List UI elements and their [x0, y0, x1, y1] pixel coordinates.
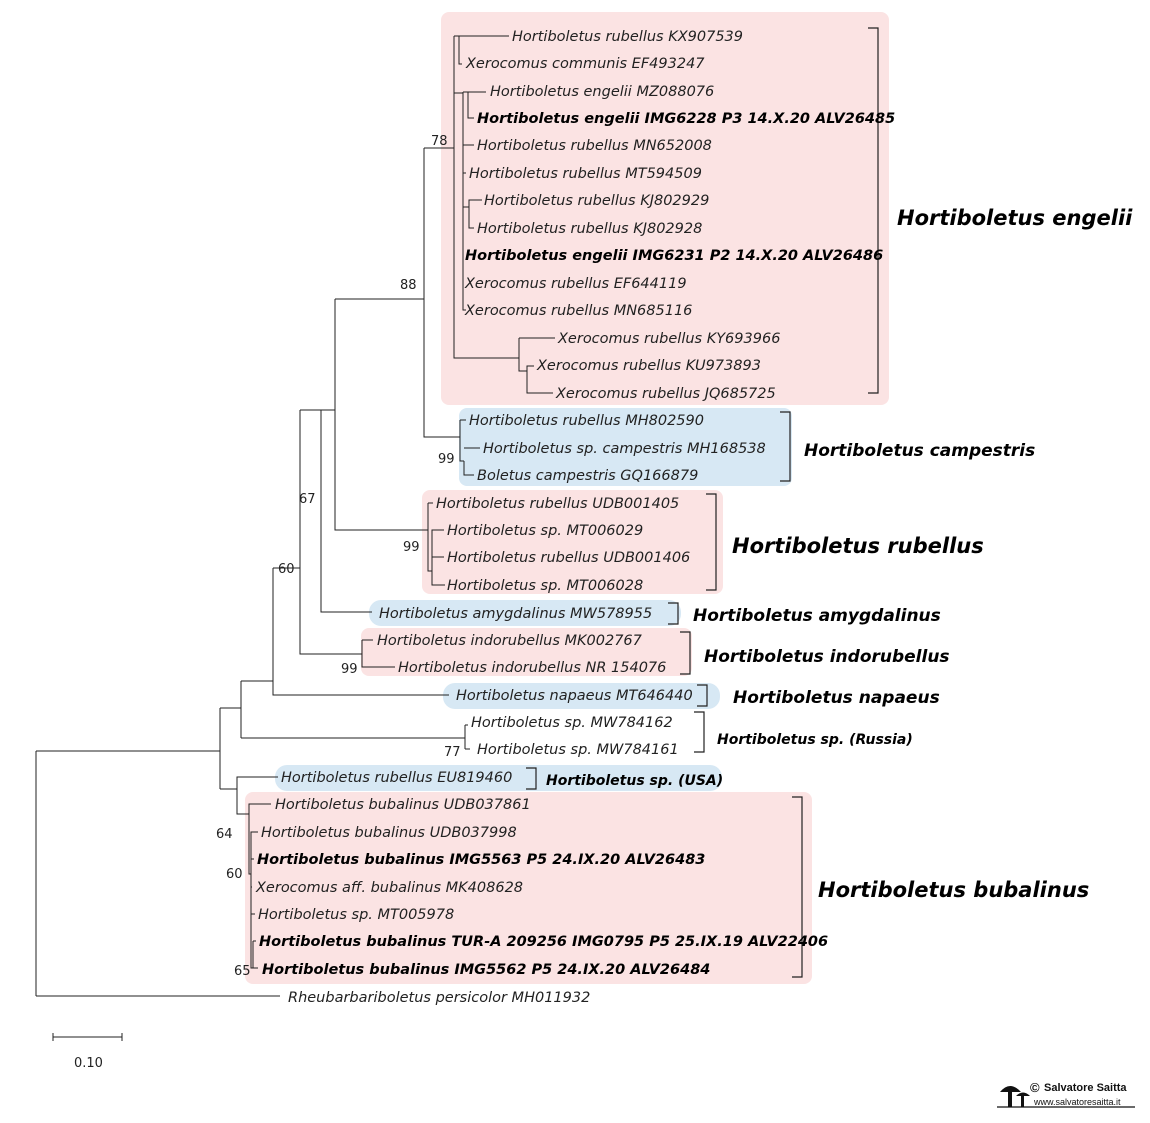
taxon-label: Hortiboletus amygdalinus MW578955 — [379, 606, 652, 622]
taxon-label: Hortiboletus rubellus KJ802929 — [484, 193, 709, 209]
taxon-label: Hortiboletus indorubellus NR 154076 — [398, 660, 666, 676]
taxon-label: Hortiboletus bubalinus TUR-A 209256 IMG0… — [259, 934, 828, 950]
support-value: 77 — [444, 745, 461, 760]
taxon-label: Hortiboletus rubellus KJ802928 — [477, 221, 702, 237]
clade-box-napaeus — [443, 683, 720, 709]
taxon-label: Hortiboletus sp. MT006029 — [447, 523, 643, 539]
clade-box-indorubellus — [361, 628, 692, 676]
clade-box-amygdalinus — [369, 600, 681, 626]
taxon-label: Xerocomus rubellus EF644119 — [464, 276, 687, 292]
scale-bar-label: 0.10 — [74, 1056, 103, 1071]
clade-label: Hortiboletus amygdalinus — [693, 606, 941, 626]
clade-label: Hortiboletus sp. (USA) — [546, 773, 723, 789]
clade-label: Hortiboletus campestris — [804, 441, 1035, 461]
taxon-label: Xerocomus aff. bubalinus MK408628 — [255, 880, 523, 896]
clade-box-engelii — [441, 12, 889, 405]
taxon-label: Hortiboletus rubellus MN652008 — [477, 138, 712, 154]
support-value: 99 — [403, 540, 420, 555]
taxon-label: Hortiboletus sp. MT005978 — [258, 907, 454, 923]
taxon-label: Rheubarbariboletus persicolor MH011932 — [288, 990, 590, 1006]
clade-highlights — [245, 12, 889, 984]
credit-name: Salvatore Saitta — [1044, 1082, 1127, 1094]
clade-label: Hortiboletus sp. (Russia) — [717, 732, 913, 748]
taxon-label: Hortiboletus napaeus MT646440 — [456, 688, 693, 704]
clade-label: Hortiboletus napaeus — [733, 688, 940, 708]
credit-url: www.salvatoresaitta.it — [1033, 1097, 1121, 1107]
taxon-label: Hortiboletus sp. MW784162 — [471, 715, 673, 731]
clade-label: Hortiboletus rubellus — [732, 534, 984, 558]
taxon-label: Hortiboletus engelii IMG6231 P2 14.X.20 … — [465, 248, 883, 264]
support-value: 88 — [400, 278, 417, 293]
taxon-label: Hortiboletus rubellus UDB001405 — [436, 496, 679, 512]
support-value: 65 — [234, 964, 251, 979]
taxon-label: Xerocomus communis EF493247 — [465, 56, 705, 72]
clade-label: Hortiboletus indorubellus — [704, 647, 950, 667]
clade-box-campestris — [459, 408, 792, 486]
clade-box-bubalinus — [245, 792, 812, 984]
taxon-label: Hortiboletus sp. campestris MH168538 — [483, 441, 766, 457]
taxon-label: Hortiboletus rubellus MH802590 — [469, 413, 704, 429]
support-values: 78 88 99 67 99 60 99 77 64 60 65 — [216, 134, 461, 979]
scale-bar-line — [52, 1033, 123, 1041]
clade-label: Hortiboletus engelii — [897, 206, 1133, 230]
clade-box-usa — [275, 765, 722, 791]
support-value: 67 — [299, 492, 316, 507]
taxon-label: Boletus campestris GQ166879 — [477, 468, 698, 484]
taxon-label: Hortiboletus engelii IMG6228 P3 14.X.20 … — [477, 111, 895, 127]
taxon-label: Hortiboletus bubalinus UDB037998 — [261, 825, 517, 841]
taxon-label: Hortiboletus bubalinus IMG5563 P5 24.IX.… — [257, 852, 705, 868]
support-value: 64 — [216, 827, 233, 842]
support-value: 60 — [226, 867, 243, 882]
taxon-label: Hortiboletus rubellus UDB001406 — [447, 550, 690, 566]
mushroom-logo-icon — [997, 1086, 1135, 1108]
taxon-label: Hortiboletus rubellus MT594509 — [469, 166, 702, 182]
taxon-label: Hortiboletus indorubellus MK002767 — [377, 633, 643, 649]
taxon-label: Hortiboletus sp. MT006028 — [447, 578, 643, 594]
taxon-label: Hortiboletus rubellus EU819460 — [281, 770, 512, 786]
clade-labels: Hortiboletus engelii Hortiboletus campes… — [546, 206, 1133, 902]
taxon-label: Hortiboletus bubalinus IMG5562 P5 24.IX.… — [262, 962, 710, 978]
taxon-label: Xerocomus rubellus KY693966 — [557, 331, 780, 347]
support-value: 99 — [341, 662, 358, 677]
tree-branches — [35, 35, 555, 997]
copyright-symbol: © — [1030, 1080, 1040, 1095]
taxon-labels: Hortiboletus rubellus KX907539 Xerocomus… — [255, 29, 895, 1006]
clade-box-rubellus — [422, 490, 723, 594]
taxon-label: Xerocomus rubellus JQ685725 — [555, 386, 776, 402]
scale-bar: 0.10 — [52, 1033, 123, 1071]
taxon-label: Hortiboletus rubellus KX907539 — [512, 29, 743, 45]
support-value: 60 — [278, 562, 295, 577]
support-value: 78 — [431, 134, 448, 149]
support-value: 99 — [438, 452, 455, 467]
taxon-label: Xerocomus rubellus KU973893 — [536, 358, 761, 374]
taxon-label: Xerocomus rubellus MN685116 — [464, 303, 692, 319]
clade-brackets — [526, 27, 879, 978]
credit-logo: © Salvatore Saitta www.salvatoresaitta.i… — [997, 1080, 1135, 1108]
clade-label: Hortiboletus bubalinus — [818, 878, 1089, 902]
taxon-label: Hortiboletus engelii MZ088076 — [490, 84, 714, 100]
taxon-label: Hortiboletus bubalinus UDB037861 — [275, 797, 531, 813]
taxon-label: Hortiboletus sp. MW784161 — [477, 742, 679, 758]
